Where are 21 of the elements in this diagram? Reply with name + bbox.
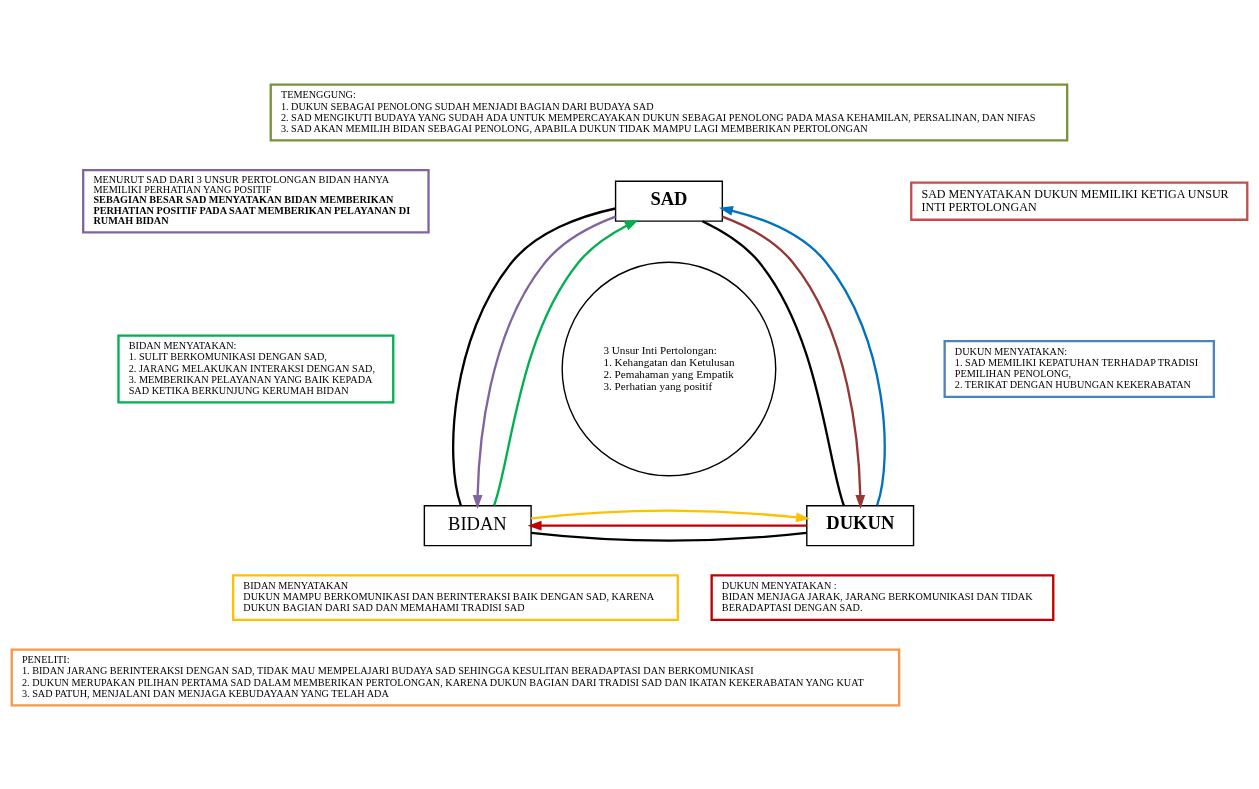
node-box: BIDAN MENYATAKAN: 1. SULIT BERKOMUNIKASI DENGAN SAD, 2. JARANG MELAKUKAN INTERAKSI DENGAN SAD, 3. MEMBERIKAN PELAYANAN YANG BAIK KEPADA SAD KETIKA BERKUNJUNG KERUMAH BIDAN bbox=[117, 333, 395, 404]
node-box: SAD bbox=[614, 180, 724, 222]
node-box: SAD MENYATAKAN DUKUN MEMILIKI KETIGA UNSUR INTI PERTOLONGAN bbox=[910, 181, 1249, 221]
arrow bbox=[472, 215, 616, 509]
connector bbox=[701, 219, 845, 506]
node-box: DUKUN MENYATAKAN: 1. SAD MEMILIKI KEPATUHAN TERHADAP TRADISI PEMILIHAN PENOLONG, 2. TERIKAT DENGAN HUBUNGAN KEKERABATAN bbox=[943, 339, 1215, 398]
node-box: TEMENGGUNG: 1. DUKUN SEBAGAI PENOLONG SUDAH MENJADI BAGIAN DARI BUDAYA SAD 2. SAD MENGIKUTI BUDAYA YANG SUDAH ADA UNTUK MEMPERCAYAKAN DUKUN SEBAGAI PENOLONG PADA MASA KEHAMILAN, PERSALINAN, DAN NIFAS 3. SAD AKAN MEMILIH BIDAN SEBAGAI PENOLONG, APABILA DUKUN TIDAK MAMPU LAGI MEMBERIKAN PERTOLONGAN bbox=[269, 83, 1069, 142]
connector bbox=[452, 206, 616, 506]
node-box: BIDAN bbox=[423, 504, 532, 546]
node-box: BIDAN MENYATAKAN DUKUN MAMPU BERKOMUNIKASI DAN BERINTERAKSI BAIK DENGAN SAD, KARENA DUKUN BAGIAN DARI SAD DAN MEMAHAMI TRADISI SAD bbox=[231, 573, 679, 621]
arrow bbox=[721, 215, 866, 509]
arrow bbox=[531, 509, 810, 522]
node-box: PENELITI: 1. BIDAN JARANG BERINTERAKSI DENGAN SAD, TIDAK MAU MEMPELAJARI BUDAYA SAD SEHINGGA KESULITAN BERADAPTASI DAN BERKOMUNIKASI 2. DUKUN MERUPAKAN PILIHAN PERTAMA SAD DALAM MEMBERIKAN PERTOLONGAN, KARENA DUKUN BAGIAN DARI TRADISI SAD DAN IKATAN KEKERABATAN YANG KUAT 3. SAD PATUH, MENJALANI DAN MENJAGA KEBUDAYAAN YANG TELAH ADA bbox=[10, 647, 901, 706]
arrow bbox=[492, 219, 639, 506]
node-box: MENURUT SAD DARI 3 UNSUR PERTOLONGAN BIDAN HANYA MEMILIKI PERHATIAN YANG POSITIF SEBAGIAN BESAR SAD MENYATAKAN BIDAN MEMBERIKAN PERHATIAN POSITIF PADA SAAT MEMBERIKAN PELAYANAN DI RUMAH BIDAN bbox=[82, 168, 430, 233]
node-circle: 3 Unsur Inti Pertolongan: 1. Kehangatan dan Ketulusan 2. Pemahaman yang Empatik 3. Perhatian yang positif bbox=[561, 261, 777, 476]
node-box: DUKUN bbox=[806, 504, 915, 546]
arrow bbox=[719, 205, 886, 506]
node-box: DUKUN MENYATAKAN : BIDAN MENJAGA JARAK, JARANG BERKOMUNIKASI DAN TIDAK BERADAPTASI DENGAN SAD. bbox=[710, 573, 1055, 621]
arrow bbox=[527, 520, 807, 531]
connector bbox=[531, 531, 807, 542]
